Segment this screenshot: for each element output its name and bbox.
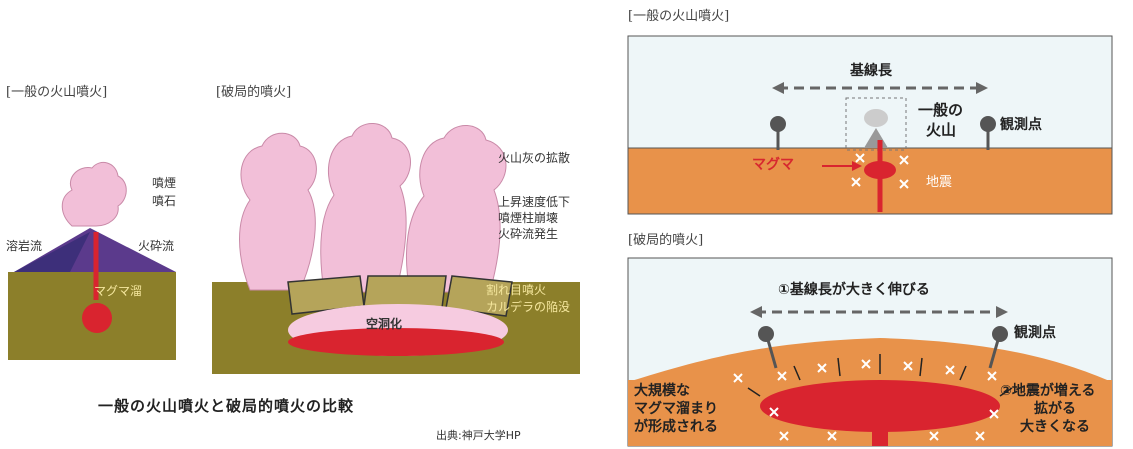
bottom-baseline-label: ①基線長が大きく伸びる <box>778 282 930 298</box>
bottom-quake-label-1: ②地震が増える <box>1000 383 1096 399</box>
bottom-reservoir-label-1: 大規模な <box>634 383 690 399</box>
label-magma-reservoir: マグマ溜 <box>94 284 143 298</box>
normal-lava-flow <box>14 232 90 272</box>
label-lava: 溶岩流 <box>6 239 43 253</box>
top-panel-sky <box>627 35 1113 149</box>
top-volcano-plume <box>864 109 888 127</box>
top-volcano-label-1: 一般の <box>918 101 964 119</box>
top-volcano-box <box>845 97 907 151</box>
right-catastrophic-title: [破局的噴火] <box>628 233 704 248</box>
normal-plume <box>61 161 127 227</box>
label-smoke: 噴煙 <box>152 176 177 190</box>
catastrophic-plume-2 <box>320 123 411 293</box>
label-pyroclastic: 火砕流 <box>138 239 175 253</box>
label-pyroclastic-flow: 火砕流発生 <box>498 227 559 241</box>
right-normal-title: [一般の火山噴火] <box>628 9 730 24</box>
bottom-magma-reservoir <box>760 380 1000 432</box>
caldera-block-3 <box>445 275 513 317</box>
magma-chamber-large <box>288 328 504 356</box>
bottom-station-right <box>992 326 1008 342</box>
left-caption: 一般の火山噴火と破局的噴火の比較 <box>98 397 355 415</box>
bottom-station-left <box>758 326 774 342</box>
bottom-conduit <box>872 420 888 446</box>
label-rocks: 噴石 <box>152 194 177 208</box>
bottom-station-label: 観測点 <box>1014 325 1056 341</box>
bottom-quake-label-3: 大きくなる <box>1020 419 1090 435</box>
top-magma <box>864 161 896 179</box>
bottom-quake-marks <box>733 359 999 441</box>
bottom-uplift-arrows <box>747 354 1013 397</box>
label-rise-speed: 上昇速度低下 <box>498 195 571 209</box>
top-station-label: 観測点 <box>1000 117 1042 133</box>
top-magma-label: マグマ <box>752 157 794 173</box>
left-source: 出典:神戸大学HP <box>436 429 521 442</box>
bottom-reservoir-label-3: が形成される <box>634 419 718 435</box>
normal-magma-chamber <box>82 303 112 333</box>
bottom-reservoir-label-2: マグマ溜まり <box>634 401 718 417</box>
bottom-quake-label-2: 拡がる <box>1034 401 1076 417</box>
label-fissure: 割れ目噴火 <box>486 283 547 297</box>
label-caldera: カルデラの陥没 <box>486 300 571 314</box>
catastrophic-plume-1 <box>239 132 317 291</box>
top-volcano-label-2: 火山 <box>926 121 957 139</box>
top-baseline-label: 基線長 <box>850 63 892 79</box>
catastrophic-plume-3 <box>405 125 507 293</box>
label-column-collapse: 噴煙柱崩壊 <box>498 211 559 225</box>
top-station-right <box>980 116 996 132</box>
label-cavity: 空洞化 <box>366 317 403 331</box>
top-station-left <box>770 116 786 132</box>
top-panel-crust <box>627 147 1113 215</box>
left-catastrophic-title: [破局的噴火] <box>216 85 292 100</box>
top-quake-label: 地震 <box>926 175 953 190</box>
top-quake-marks <box>851 153 909 189</box>
label-ash-diffusion: 火山灰の拡散 <box>498 151 571 165</box>
left-normal-title: [一般の火山噴火] <box>6 85 108 100</box>
